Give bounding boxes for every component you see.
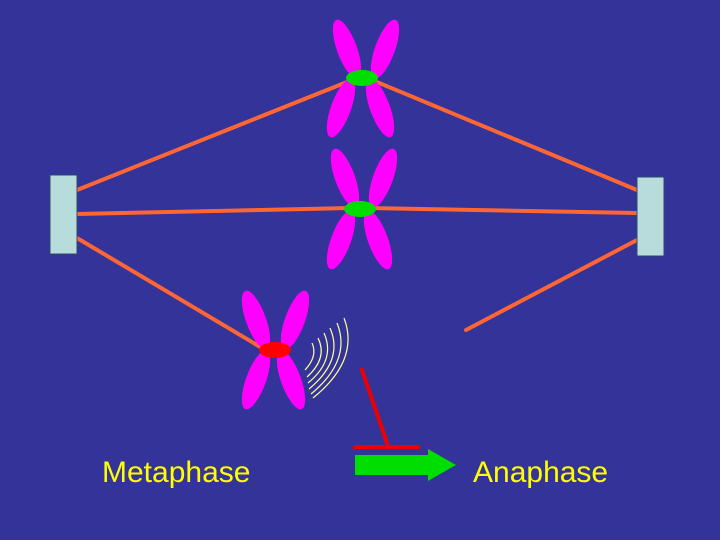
signal-wave [312,317,349,399]
inhibition-stem [359,367,391,449]
checkpoint-signal-waves [304,317,349,399]
chromatid [326,210,356,270]
chromatid [330,148,360,208]
anaphase-label: Anaphase [473,456,609,489]
signal-wave [310,322,342,395]
microtubule-right-to-top-chromosome [370,78,639,192]
chromatid [241,350,271,410]
spindle-pole-left [49,174,78,255]
chromatid [276,350,306,410]
metaphase-label: Metaphase [102,456,251,489]
microtubule-right-to-middle-chromosome [368,206,639,215]
microtubule-left-to-top-chromosome [75,78,354,192]
chromatid [280,290,310,350]
chromosome-unattached [241,290,310,410]
spindle-pole-right [636,176,665,257]
signal-wave [307,332,329,384]
inhibition-symbol [353,367,420,449]
microtubule-left-to-unattached-chromosome [75,236,264,350]
progression-arrow [355,449,456,481]
kinetochore-unattached [259,342,291,358]
chromatid [368,148,398,208]
kinetochore-attached [344,201,376,217]
chromosome-middle-attached [326,148,398,270]
chromosome-top-attached [326,19,400,138]
chromatid [241,290,271,350]
chromatid [326,78,356,138]
microtubules [75,78,639,350]
microtubule-right-free-end [464,238,639,332]
chromatid [363,210,393,270]
chromatid [365,78,395,138]
signal-wave [308,327,335,390]
signal-wave [306,337,322,378]
chromatid [370,19,400,79]
chromatid [332,19,362,79]
microtubule-left-to-middle-chromosome [75,206,352,216]
kinetochore-attached [346,70,378,86]
signal-wave [304,342,315,371]
